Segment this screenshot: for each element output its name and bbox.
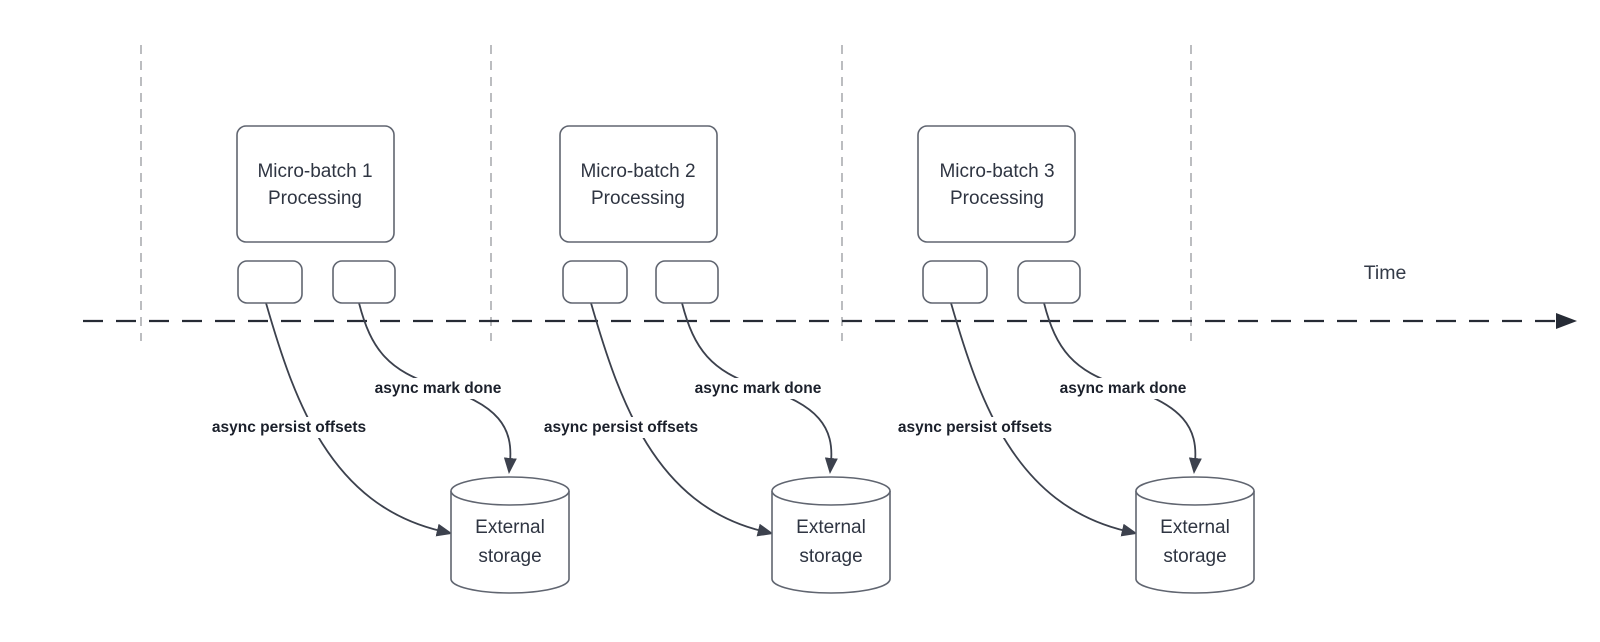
persist-offsets-arrow-3 [950,302,1138,537]
persist-offsets-label-2: async persist offsets [544,419,698,436]
mark-done-label-2: async mark done [695,380,822,397]
micro-batch-box-3-title-line1: Micro-batch 3 [939,161,1054,182]
task-chip-persist-3 [922,260,988,304]
mark-done-label-bg-1 [365,378,511,399]
external-storage-label-2-line2: storage [799,546,862,567]
micro-batch-box-1 [236,125,395,243]
micro-batch-box-1-title-line1: Micro-batch 1 [257,161,372,182]
persist-offsets-label-3: async persist offsets [898,419,1052,436]
persist-offsets-label-1: async persist offsets [212,419,366,436]
external-storage-label-2-line1: External [796,517,866,538]
micro-batch-box-2 [559,125,718,243]
micro-batch-group-2: Micro-batch 2 Processing async persist o… [535,125,891,594]
external-storage-label-3-line1: External [1160,517,1230,538]
micro-batch-box-2-title-line1: Micro-batch 2 [580,161,695,182]
mark-done-label-bg-2 [685,378,831,399]
mark-done-label-bg-3 [1050,378,1196,399]
external-storage-label-1-line1: External [475,517,545,538]
task-chip-done-2 [655,260,719,304]
time-axis-label: Time [1364,262,1407,284]
task-chip-done-3 [1017,260,1081,304]
external-storage-cylinder-2: External storage [771,476,891,594]
external-storage-cylinder-1: External storage [450,476,570,594]
persist-offsets-label-bg-1 [203,417,375,438]
task-chip-done-1 [332,260,396,304]
micro-batch-box-1-title-line2: Processing [268,188,362,209]
micro-batch-box-3 [917,125,1076,243]
external-storage-label-3-line2: storage [1163,546,1226,567]
external-storage-label-1-line2: storage [478,546,541,567]
mark-done-label-1: async mark done [375,380,502,397]
persist-offsets-label-bg-3 [889,417,1061,438]
task-chip-persist-2 [562,260,628,304]
persist-offsets-label-bg-2 [535,417,707,438]
mark-done-label-3: async mark done [1060,380,1187,397]
persist-offsets-arrow-1 [265,302,453,537]
task-chip-persist-1 [237,260,303,304]
micro-batch-box-2-title-line2: Processing [591,188,685,209]
micro-batch-group-1: Micro-batch 1 Processing async persist o… [203,125,570,594]
micro-batch-box-3-title-line2: Processing [950,188,1044,209]
time-axis-arrowhead-icon [1556,313,1577,329]
micro-batch-group-3: Micro-batch 3 Processing async persist o… [889,125,1255,594]
persist-offsets-arrow-2 [590,302,774,537]
external-storage-cylinder-3: External storage [1135,476,1255,594]
